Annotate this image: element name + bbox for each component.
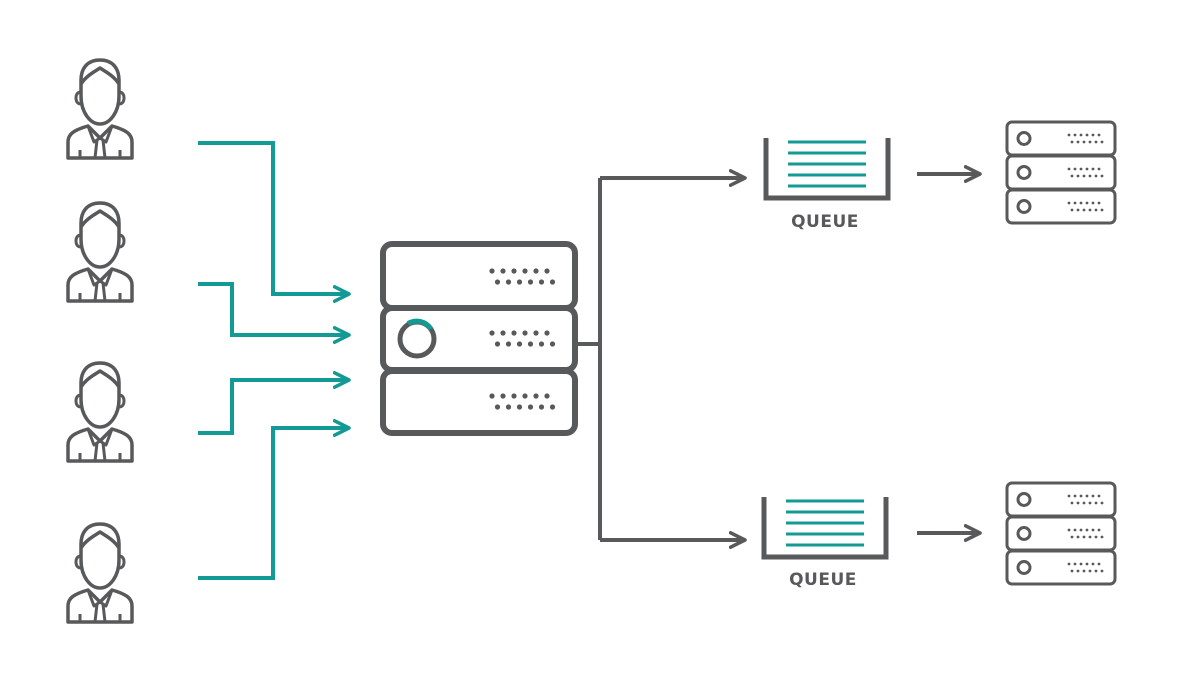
queue-label: QUEUE	[791, 212, 859, 232]
client-connector	[198, 419, 351, 580]
queue-icon	[766, 138, 888, 198]
client-connector	[198, 141, 351, 303]
queue-label: QUEUE	[789, 570, 857, 590]
client-connector	[198, 282, 351, 344]
user-icon	[66, 522, 134, 624]
user-icon	[66, 361, 134, 463]
server-icon	[380, 241, 578, 436]
user-icon	[66, 58, 134, 160]
client-connector	[198, 371, 351, 435]
user-icon	[66, 201, 134, 303]
server-icon	[1005, 481, 1117, 586]
server-icon	[1005, 120, 1117, 225]
queue-icon	[764, 497, 886, 557]
